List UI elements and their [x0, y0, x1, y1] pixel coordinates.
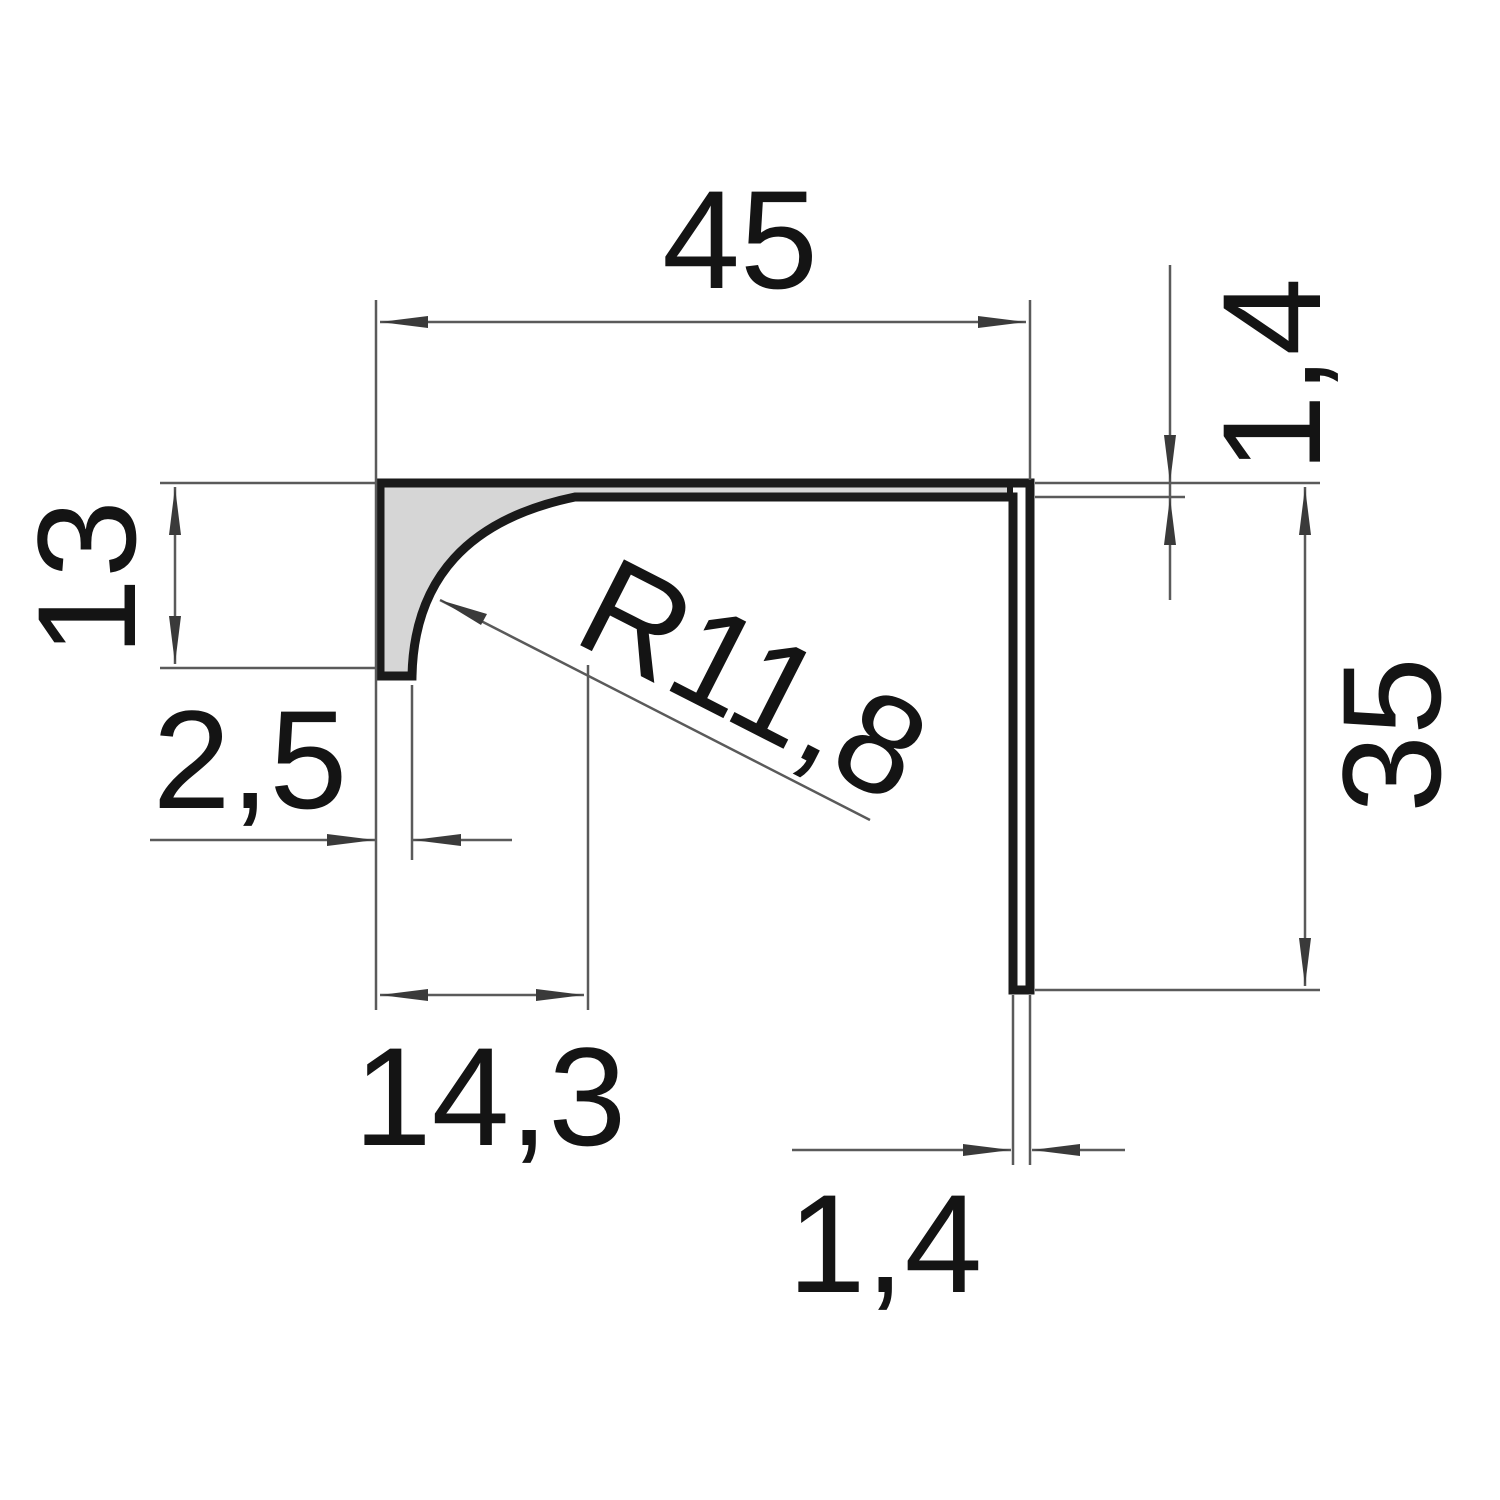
dim-lip-height: 13: [8, 487, 181, 664]
dim-lip-width-label: 2,5: [153, 681, 348, 838]
dim-radius-label: R11,8: [556, 527, 951, 832]
dim-fillet-offset: 14,3: [354, 989, 626, 1175]
dim-radius: R11,8: [439, 527, 951, 832]
dim-overall-width-label: 45: [662, 161, 818, 318]
dim-overall-width: 45: [380, 161, 1026, 328]
dim-top-thickness: 1,4: [1164, 265, 1350, 600]
profile-outline: [375, 478, 1035, 995]
dim-side-thickness-label: 1,4: [788, 1165, 983, 1322]
dim-overall-height: 35: [1299, 487, 1470, 986]
dim-overall-height-label: 35: [1313, 657, 1470, 813]
dim-lip-height-label: 13: [8, 500, 165, 656]
extension-lines: [160, 300, 1320, 1165]
dim-lip-width: 2,5: [150, 681, 512, 846]
dim-side-thickness: 1,4: [788, 1144, 1125, 1322]
profile-shape: [375, 478, 1035, 995]
dim-fillet-offset-label: 14,3: [354, 1018, 626, 1175]
dim-top-thickness-label: 1,4: [1193, 278, 1350, 473]
